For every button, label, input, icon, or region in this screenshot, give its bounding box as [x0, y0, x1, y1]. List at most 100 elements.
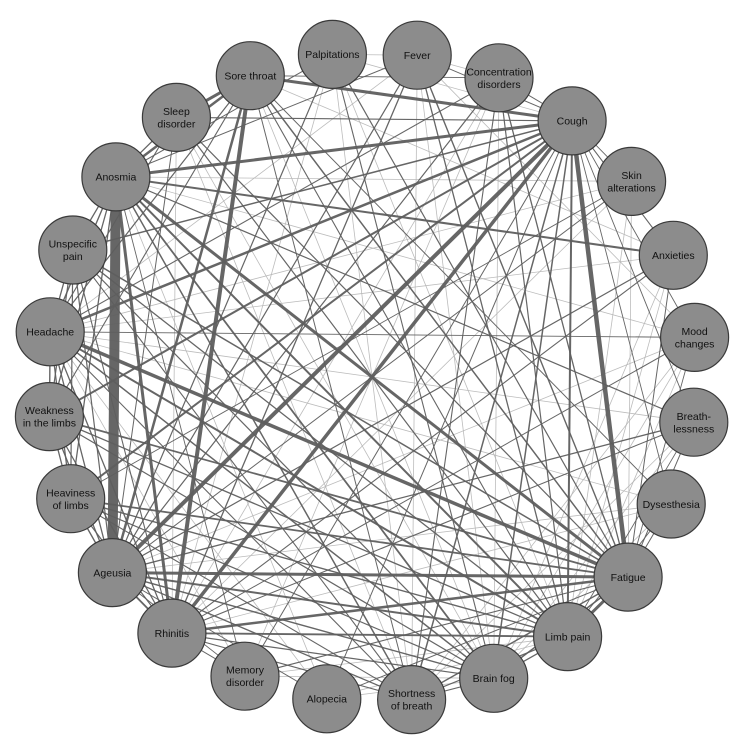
edge-memory-fatigue — [244, 576, 629, 677]
node-label-dysesthesia: Dysesthesia — [643, 499, 700, 511]
edge-sleep-ageusia — [111, 116, 177, 574]
edge-mood-brainfog — [493, 336, 695, 679]
edge-cough-unspecific — [72, 120, 573, 251]
edge-unspecific-fatigue — [72, 249, 629, 578]
node-circle-brainfog — [459, 643, 529, 713]
edge-palpitations-limbpain — [331, 54, 568, 637]
edge-anosmia-sob — [115, 176, 413, 701]
edge-headache-brainfog — [49, 331, 495, 680]
edge-heaviness-brainfog — [70, 498, 495, 679]
edge-unspecific-heaviness — [70, 249, 74, 500]
edge-unspecific-ageusia — [72, 249, 114, 574]
node-circle-sorethroat — [215, 41, 285, 111]
edge-concentration-sorethroat — [249, 75, 500, 79]
edge-cough-brainfog — [492, 120, 573, 680]
edge-headache-sob — [49, 331, 413, 701]
node-label-breathlessness: Breath-lessness — [673, 411, 714, 436]
edge-fatigue-mood — [627, 336, 696, 578]
node-circle-sleep — [141, 82, 211, 153]
edge-breathlessness-ageusia — [111, 421, 695, 574]
edge-headache-rhinitis — [49, 331, 173, 634]
edge-heaviness-fatigue — [69, 497, 629, 578]
edge-anosmia-anxieties — [114, 175, 675, 257]
edge-heaviness-sob — [70, 498, 413, 701]
edge-palpitations-ageusia — [111, 53, 333, 574]
edge-cough-dysesthesia — [571, 120, 672, 505]
edge-fever-fatigue — [416, 54, 629, 578]
edge-layer — [48, 53, 696, 701]
node-breathlessness: Breath-lessness — [659, 387, 729, 457]
edge-concentration-limbpain — [498, 77, 569, 638]
edge-concentration-fatigue — [498, 77, 629, 578]
node-label-alopecia: Alopecia — [307, 694, 347, 706]
edge-fatigue-anxieties — [627, 254, 674, 578]
edge-cough-sob — [410, 120, 573, 701]
edge-skin-fatigue — [627, 180, 632, 578]
edge-sob-fatigue — [410, 576, 629, 701]
node-palpitations: Palpitations — [297, 19, 367, 90]
node-circle-sob — [377, 664, 447, 735]
edge-anosmia-memory — [115, 176, 246, 677]
edge-anosmia-cough — [114, 119, 574, 179]
node-brainfog: Brain fog — [459, 643, 529, 713]
node-label-sorethroat: Sore throat — [224, 71, 276, 83]
edge-palpitations-rhinitis — [171, 54, 333, 634]
edge-cough-fatigue — [569, 118, 631, 580]
edge-anxieties-ageusia — [111, 254, 674, 574]
edge-dysesthesia-ageusia — [112, 503, 672, 573]
edge-sorethroat-cough — [248, 74, 574, 123]
node-label-fever: Fever — [404, 50, 431, 62]
node-circle-fever — [382, 20, 452, 90]
edge-ageusia-brainfog — [111, 571, 495, 679]
edge-headache-limbpain — [49, 330, 569, 638]
edge-rhinitis-limbpain — [170, 632, 569, 638]
edge-fever-rhinitis — [171, 54, 418, 634]
edge-anosmia-weakness — [48, 176, 117, 418]
node-circle-fatigue — [593, 542, 663, 612]
node-circle-anosmia — [81, 142, 151, 212]
edge-sorethroat-weakness — [48, 75, 251, 418]
node-sorethroat: Sore throat — [215, 41, 285, 111]
edge-skin-heaviness — [70, 180, 633, 500]
edge-anosmia-ageusia — [107, 171, 121, 578]
node-circle-dysesthesia — [636, 469, 706, 539]
edge-memory-headache — [49, 331, 246, 677]
node-fever: Fever — [382, 20, 452, 90]
edge-mood-headache — [49, 331, 696, 338]
node-label-anosmia: Anosmia — [95, 172, 136, 184]
edge-cough-limbpain — [566, 119, 574, 638]
edge-alopecia-fatigue — [326, 576, 629, 700]
edge-breathlessness-anosmia — [115, 176, 695, 423]
node-anosmia: Anosmia — [81, 142, 151, 212]
node-circle-limbpain — [532, 601, 603, 672]
edge-alopecia-anosmia — [115, 176, 328, 700]
node-rhinitis: Rhinitis — [137, 598, 207, 668]
edge-dysesthesia-sorethroat — [249, 75, 672, 505]
edge-memory-limbpain — [244, 636, 568, 677]
node-circle-alopecia — [292, 664, 362, 734]
edge-sleep-fatigue — [175, 116, 629, 578]
node-alopecia: Alopecia — [292, 664, 362, 734]
edge-cough-mood — [571, 120, 696, 338]
edge-headache-ageusia — [49, 331, 114, 574]
node-circle-breathlessness — [659, 387, 729, 457]
edge-unspecific-sob — [72, 249, 413, 701]
node-limbpain: Limb pain — [532, 601, 603, 672]
node-circle-weakness — [14, 382, 85, 452]
node-circle-concentration — [464, 43, 534, 113]
node-circle-palpitations — [297, 19, 367, 90]
node-ageusia: Ageusia — [77, 537, 148, 608]
